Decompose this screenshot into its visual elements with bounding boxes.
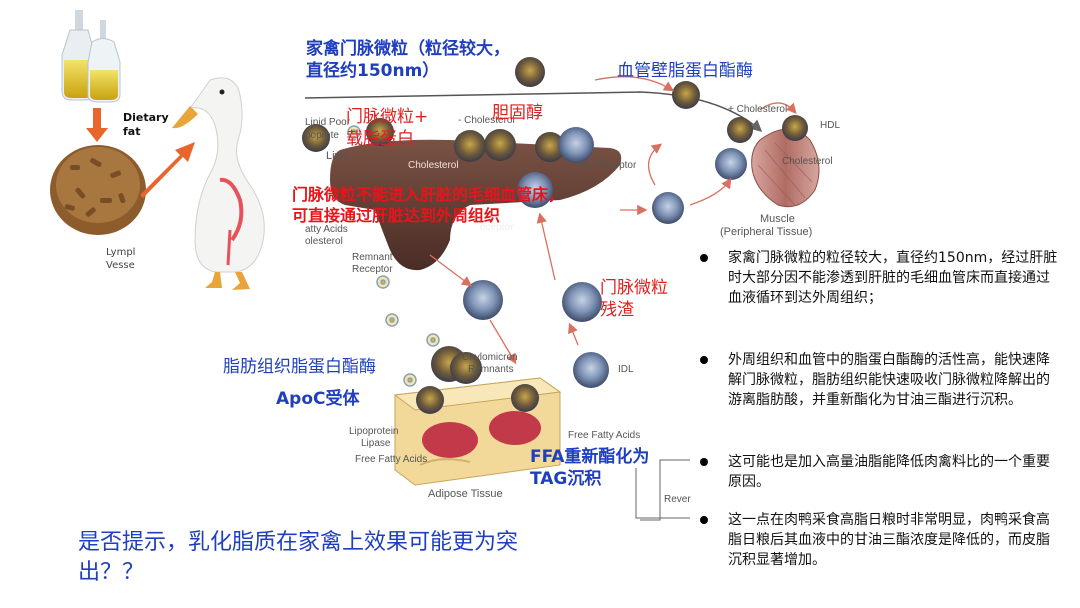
free-fatty-acids-left: Free Fatty Acids <box>355 454 428 465</box>
portal-plus-apo-label: 门脉微粒+ 载脂蛋白 <box>346 107 429 149</box>
muscle-label: Muscle <box>760 213 795 225</box>
cholesterol-minus-label: - Cholesterol <box>458 115 515 126</box>
idl-label: IDL <box>618 364 634 375</box>
adipose-lpl-label: 脂肪组织脂蛋白酯酶 <box>223 357 376 377</box>
lipid-poor-label: Lipid Poor <box>305 117 351 128</box>
muscle-icon <box>751 128 820 208</box>
ffa-tag-label: FFA重新酯化为 TAG沉积 <box>530 447 650 489</box>
feed-pellets-icon <box>50 145 146 235</box>
bullet-dot-icon <box>700 516 708 524</box>
lymph-vessel-label: Lympl Vesse <box>106 247 136 271</box>
bullet-item: 外周组织和血管中的脂蛋白酯酶的活性高，能快速降解门脉微粒，脂肪组织能快速吸收门脉… <box>700 350 1060 410</box>
dietary-fat-label: Dietary fat <box>123 111 169 138</box>
receptor-label: Receptor <box>352 264 393 275</box>
ldl-receptor-label: LDL Receptor <box>575 160 637 171</box>
liver-shape <box>330 139 622 271</box>
portal-residue-label: 门脉微粒 残渣 <box>600 278 668 320</box>
lipoprotein-label: poprote <box>305 130 339 141</box>
bullet-dot-icon <box>700 458 708 466</box>
bullet-item: 这可能也是加入高量油脂能降低肉禽料比的一个重要原因。 <box>700 452 1060 492</box>
bullet-text: 外周组织和血管中的脂蛋白酯酶的活性高，能快速降解门脉微粒，脂肪组织能快速吸收门脉… <box>728 352 1050 408</box>
bullet-item: 家禽门脉微粒的粒径较大，直径约150nm，经过肝脏时大部分因不能渗透到肝脏的毛细… <box>700 248 1060 308</box>
bullet-text: 这一点在肉鸭采食高脂日粮时非常明显，肉鸭采食高脂日粮后其血液中的甘油三酯浓度是降… <box>728 512 1050 568</box>
duck-icon <box>172 77 265 290</box>
receptor-2-label: eceptor <box>480 222 514 233</box>
vascular-lpl-label: 血管壁脂蛋白酯酶 <box>617 61 753 81</box>
lipoprotein-lipase-2: Lipase <box>361 438 391 449</box>
apoc-receptor-label: ApoC受体 <box>276 389 360 409</box>
reverse-label: Rever <box>664 494 691 505</box>
bypass-note-label: 门脉微粒不能进入肝脏的毛细血管床， 可直接通过肝脏达到外周组织 <box>292 185 565 225</box>
portal-microparticle-label: 家禽门脉微粒（粒径较大， 直径约150nm） <box>306 39 510 81</box>
free-fatty-acids-right: Free Fatty Acids <box>568 430 641 441</box>
cholesterol-cn-label: 胆固醇 <box>492 103 543 123</box>
remnant-label: Remnant <box>352 252 393 263</box>
peripheral-tissue-label: (Peripheral Tissue) <box>720 226 813 238</box>
bullet-item: 这一点在肉鸭采食高脂日粮时非常明显，肉鸭采食高脂日粮后其血液中的甘油三酯浓度是降… <box>700 510 1060 570</box>
remnants-label: Remnants <box>468 364 514 375</box>
arrow-down-icon <box>86 108 108 142</box>
particles-group <box>302 57 808 414</box>
oil-bottles-icon <box>61 10 121 103</box>
liver-cholesterol-label: Cholesterol <box>408 160 459 171</box>
adipose-tissue-label: Adipose Tissue <box>428 488 503 500</box>
bullet-text: 家禽门脉微粒的粒径较大，直径约150nm，经过肝脏时大部分因不能渗透到肝脏的毛细… <box>728 250 1058 306</box>
liver-label: Liver <box>326 150 350 162</box>
fatty-acids-label: atty Acids <box>305 224 348 235</box>
bullet-text: 这可能也是加入高量油脂能降低肉禽料比的一个重要原因。 <box>728 454 1050 490</box>
lipoprotein-lipase-1: Lipoprotein <box>349 426 399 437</box>
cholesterol-plus-label: + Cholesterol <box>728 104 788 115</box>
bullet-dot-icon <box>700 356 708 364</box>
receptor-icons <box>347 125 440 387</box>
cholesterol-2-label: olesterol <box>305 236 343 247</box>
chylomicron-label: Chylomicron <box>462 352 518 363</box>
muscle-cholesterol-label: Cholesterol <box>782 156 833 167</box>
connector-lines <box>635 459 690 521</box>
hdl-label: HDL <box>820 120 841 131</box>
emulsified-lipid-question: 是否提示，乳化脂质在家禽上效果可能更为突出？？ <box>78 530 519 585</box>
flow-arrows <box>429 76 797 365</box>
arrow-diagonal-icon <box>140 142 195 198</box>
bullet-dot-icon <box>700 254 708 262</box>
